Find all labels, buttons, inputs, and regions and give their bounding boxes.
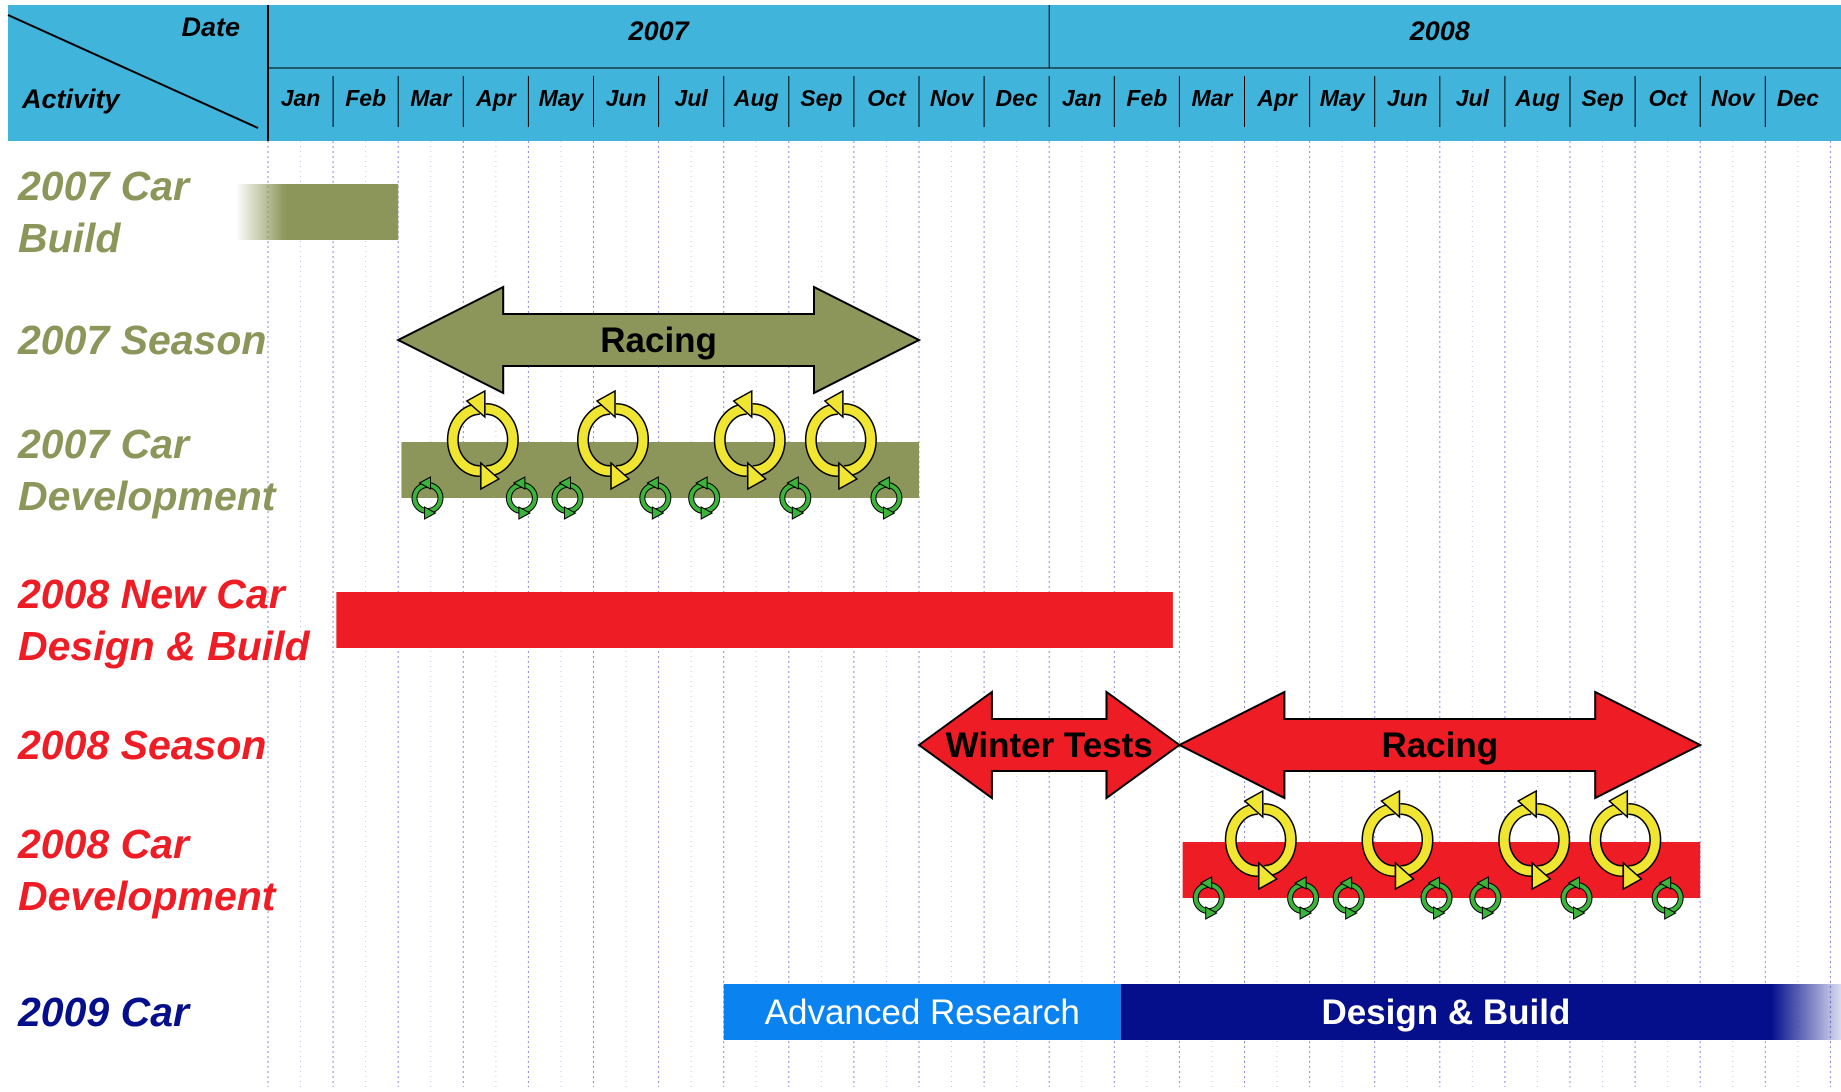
dev-cycle-icon	[804, 389, 877, 491]
month-label: Dec	[996, 85, 1038, 111]
month-label: Mar	[410, 85, 452, 111]
test-cycle-icon	[779, 476, 812, 520]
test-cycle-icon	[1192, 876, 1225, 920]
arrow-label: Winter Tests	[946, 726, 1153, 765]
month-label: Nov	[930, 85, 975, 111]
arrow-label: Racing	[600, 321, 717, 360]
row-label: 2008 Season	[17, 722, 266, 768]
month-label: Jan	[1062, 85, 1102, 111]
arrow-label: Racing	[1381, 726, 1498, 765]
bar-fade	[1771, 984, 1841, 1040]
month-label: Nov	[1711, 85, 1756, 111]
row-label: Design & Build	[18, 623, 311, 669]
dev-cycle-icon	[1361, 789, 1434, 891]
row-label: Build	[18, 215, 121, 261]
test-cycle-icon	[1651, 876, 1684, 920]
test-cycle-icon	[688, 476, 721, 520]
test-cycle-icon	[1332, 876, 1365, 920]
test-cycle-icon	[1287, 876, 1320, 920]
header-band	[8, 5, 1841, 141]
row-label: 2009 Car	[17, 989, 191, 1035]
month-label: Oct	[867, 85, 907, 111]
date-label: Date	[181, 12, 240, 42]
task-bar	[1120, 984, 1771, 1040]
dev-cycle-icon	[446, 389, 519, 491]
month-label: Feb	[345, 85, 386, 111]
test-cycle-icon	[505, 476, 538, 520]
month-label: Sep	[1581, 85, 1623, 111]
month-label: May	[539, 85, 585, 111]
bar-label: Design & Build	[1321, 993, 1570, 1032]
test-cycle-icon	[870, 476, 903, 520]
bar-label: Advanced Research	[765, 993, 1080, 1032]
month-label: Jun	[1387, 85, 1428, 111]
test-cycle-icon	[1420, 876, 1453, 920]
row-label: 2007 Season	[17, 317, 266, 363]
activity-label: Activity	[21, 84, 122, 114]
duration-arrow	[395, 285, 922, 395]
row-label: 2008 Car	[17, 821, 191, 867]
row-label: Development	[18, 473, 278, 519]
task-bar	[285, 184, 399, 240]
row-label: 2008 New Car	[17, 571, 287, 617]
month-label: Aug	[1514, 85, 1560, 111]
header-diagonal	[7, 14, 259, 129]
month-label: Aug	[733, 85, 779, 111]
month-label: Sep	[800, 85, 842, 111]
month-label: Jun	[606, 85, 647, 111]
year-label: 2008	[1409, 16, 1470, 46]
test-cycle-icon	[1469, 876, 1502, 920]
test-cycle-icon	[1560, 876, 1593, 920]
test-cycle-icon	[551, 476, 584, 520]
row-label: 2007 Car	[17, 421, 191, 467]
duration-arrow	[1177, 690, 1703, 800]
month-label: Jul	[675, 85, 709, 111]
month-label: Dec	[1777, 85, 1819, 111]
test-cycle-icon	[639, 476, 672, 520]
month-label: Jul	[1456, 85, 1490, 111]
month-label: Jan	[281, 85, 321, 111]
bar-fade	[235, 184, 286, 240]
month-label: Oct	[1648, 85, 1688, 111]
dev-cycle-icon	[1589, 789, 1662, 891]
dev-cycle-icon	[577, 389, 649, 491]
month-label: Apr	[1256, 85, 1298, 111]
row-label: Development	[18, 873, 278, 919]
dev-cycle-icon	[1498, 789, 1571, 891]
row-label: 2007 Car	[17, 163, 191, 209]
month-label: Mar	[1191, 85, 1233, 111]
year-label: 2007	[628, 16, 691, 46]
task-bar	[723, 984, 1121, 1040]
month-label: Apr	[475, 85, 517, 111]
dev-cycle-icon	[1224, 789, 1297, 891]
month-label: Feb	[1126, 85, 1167, 111]
task-bar	[336, 592, 1173, 648]
test-cycle-icon	[411, 476, 444, 520]
month-label: May	[1320, 85, 1366, 111]
dev-cycle-icon	[713, 389, 786, 491]
